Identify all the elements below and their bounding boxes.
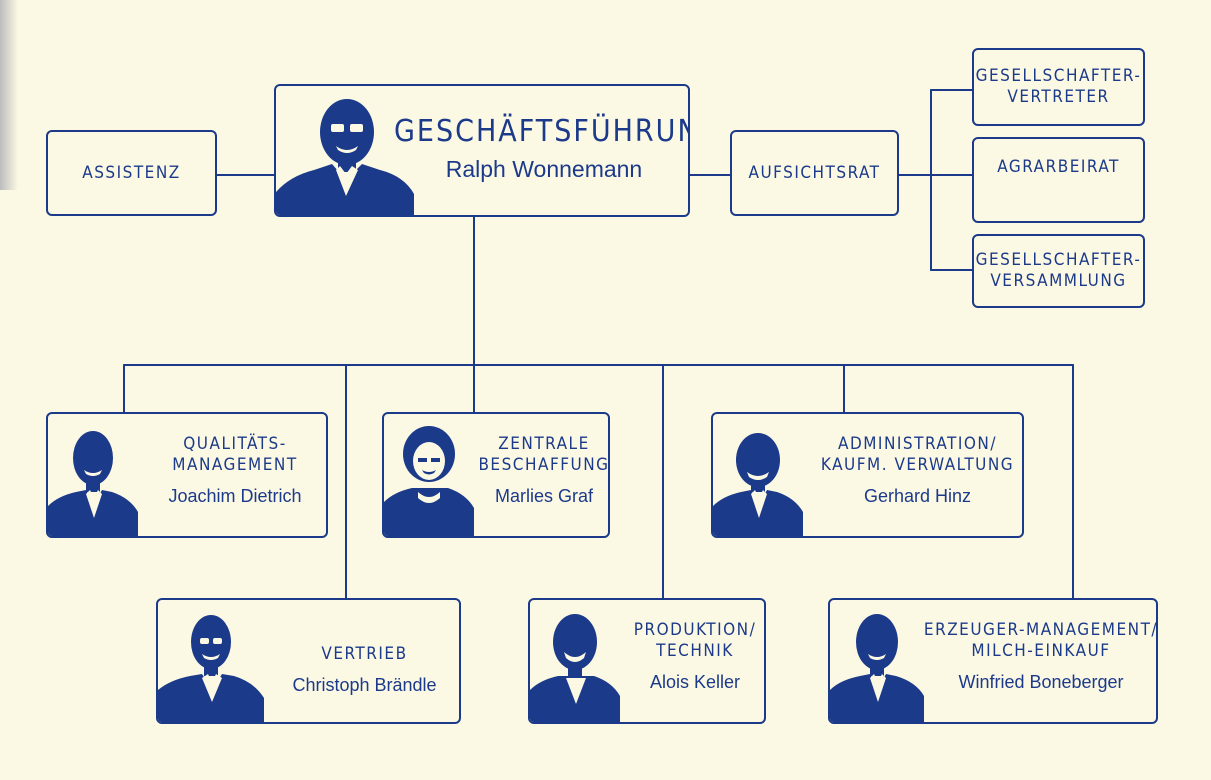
- quality-head-name: Joachim Dietrich: [168, 486, 302, 506]
- admin-title-line1: ADMINISTRATION/: [838, 434, 997, 454]
- producer-title-line1: ERZEUGER-MANAGEMENT/: [923, 620, 1158, 640]
- assistant-label: ASSISTENZ: [82, 162, 181, 183]
- quality-box: QUALITÄTS- MANAGEMENT Joachim Dietrich: [46, 412, 328, 538]
- board-box: AUFSICHTSRAT: [730, 130, 899, 216]
- producer-box: ERZEUGER-MANAGEMENT/ MILCH-EINKAUF Winfr…: [828, 598, 1158, 724]
- sales-box: VERTRIEB Christoph Brändle: [156, 598, 461, 724]
- production-portrait: [530, 614, 620, 722]
- producer-title-line2: MILCH-EINKAUF: [971, 641, 1111, 661]
- shareholder-meeting-line1: GESELLSCHAFTER-: [975, 250, 1142, 270]
- ceo-box: GESCHÄFTSFÜHRUNG Ralph Wonnemann: [274, 84, 690, 217]
- sales-head-name: Christoph Brändle: [292, 675, 437, 695]
- sales-portrait: [158, 615, 264, 722]
- shareholder-meeting-box: GESELLSCHAFTER- VERSAMMLUNG: [972, 234, 1145, 308]
- ceo-title: GESCHÄFTSFÜHRUNG: [394, 114, 690, 149]
- purchasing-title-line1: ZENTRALE: [498, 434, 590, 454]
- producer-head-name: Winfried Boneberger: [958, 672, 1124, 692]
- production-title-line2: TECHNIK: [656, 641, 734, 661]
- quality-title-line1: QUALITÄTS-: [183, 434, 287, 454]
- admin-portrait: [713, 433, 803, 536]
- agri-board-box: AGRARBEIRAT: [972, 137, 1145, 223]
- shareholder-reps-box: GESELLSCHAFTER- VERTRETER: [972, 48, 1145, 126]
- purchasing-head-name: Marlies Graf: [494, 486, 593, 506]
- admin-box: ADMINISTRATION/ KAUFM. VERWALTUNG Gerhar…: [711, 412, 1024, 538]
- ceo-portrait: [276, 99, 414, 215]
- page-edge-shadow: [0, 0, 18, 190]
- quality-portrait: [48, 431, 138, 536]
- admin-head-name: Gerhard Hinz: [863, 486, 972, 506]
- purchasing-box: ZENTRALE BESCHAFFUNG Marlies Graf: [382, 412, 610, 538]
- production-title-line1: PRODUKTION/: [633, 620, 757, 640]
- production-head-name: Alois Keller: [649, 672, 741, 692]
- assistant-box: ASSISTENZ: [46, 130, 217, 216]
- production-box: PRODUKTION/ TECHNIK Alois Keller: [528, 598, 766, 724]
- shareholder-reps-line2: VERTRETER: [1007, 87, 1110, 107]
- sales-title: VERTRIEB: [321, 644, 408, 664]
- purchasing-portrait: [384, 426, 474, 536]
- ceo-name: Ralph Wonnemann: [445, 156, 643, 182]
- quality-title-line2: MANAGEMENT: [172, 455, 298, 475]
- board-label: AUFSICHTSRAT: [748, 162, 881, 183]
- shareholder-meeting-line2: VERSAMMLUNG: [990, 271, 1127, 291]
- shareholder-reps-line1: GESELLSCHAFTER-: [975, 66, 1142, 86]
- agri-board-label: AGRARBEIRAT: [997, 157, 1120, 177]
- admin-title-line2: KAUFM. VERWALTUNG: [820, 455, 1015, 475]
- purchasing-title-line2: BESCHAFFUNG: [478, 455, 610, 475]
- producer-portrait: [830, 614, 924, 722]
